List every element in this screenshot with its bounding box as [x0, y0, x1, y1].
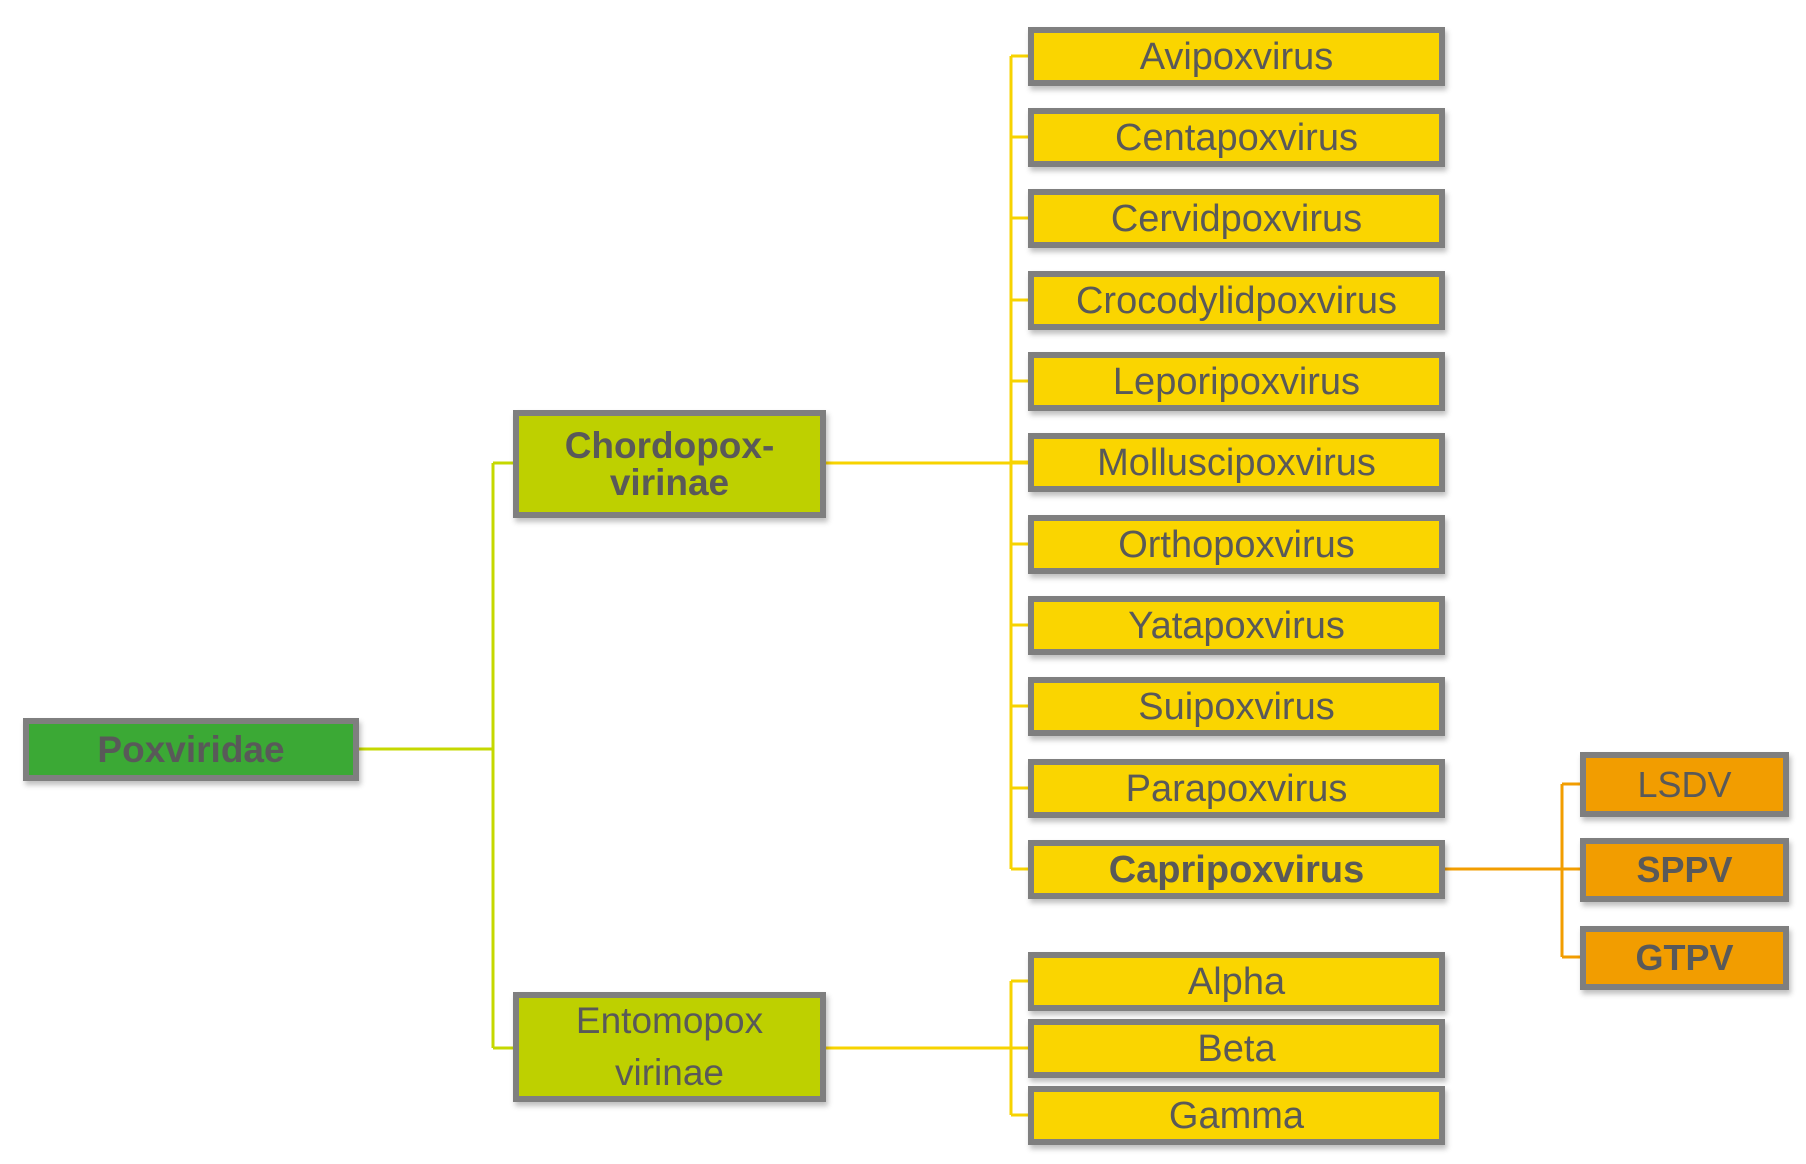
- node-label: Parapoxvirus: [1125, 767, 1348, 810]
- node-genus: Yatapoxvirus: [1028, 596, 1445, 655]
- node-genus-gamma: Gamma: [1028, 1086, 1445, 1145]
- node-genus: Leporipoxvirus: [1028, 352, 1445, 411]
- node-label: LSDV: [1637, 763, 1732, 805]
- node-subfamily-chordopoxvirinae: Chordopox- virinae: [513, 410, 826, 518]
- connector-chordopox-genera: [826, 54, 1028, 871]
- node-genus: Molluscipoxvirus: [1028, 433, 1445, 492]
- connector-entomopox-genera: [826, 979, 1028, 1117]
- node-label: Molluscipoxvirus: [1097, 441, 1376, 484]
- node-label-line2: virinae: [609, 462, 730, 503]
- node-species-gtpv: GTPV: [1580, 926, 1789, 990]
- node-label: Beta: [1197, 1027, 1276, 1070]
- node-genus: Orthopoxvirus: [1028, 515, 1445, 574]
- node-label: Alpha: [1187, 960, 1286, 1003]
- node-genus: Centapoxvirus: [1028, 108, 1445, 167]
- node-label-line1: Chordopox-: [564, 425, 775, 466]
- node-label: Poxviridae: [97, 729, 285, 770]
- node-label: GTPV: [1635, 937, 1734, 978]
- node-label: Capripoxvirus: [1108, 848, 1365, 891]
- node-genus: Crocodylidpoxvirus: [1028, 271, 1445, 330]
- node-genus: Suipoxvirus: [1028, 677, 1445, 736]
- node-genus-capripoxvirus: Capripoxvirus: [1028, 840, 1445, 899]
- node-label: Crocodylidpoxvirus: [1075, 279, 1397, 322]
- node-label: Avipoxvirus: [1139, 35, 1334, 78]
- node-label: Gamma: [1168, 1094, 1305, 1137]
- node-genus: Cervidpoxvirus: [1028, 189, 1445, 248]
- node-label: Leporipoxvirus: [1112, 360, 1361, 403]
- node-label: Suipoxvirus: [1138, 685, 1335, 728]
- node-label: SPPV: [1636, 849, 1733, 890]
- node-genus-beta: Beta: [1028, 1019, 1445, 1078]
- node-label-line2: virinae: [614, 1052, 724, 1093]
- connector-capripox-species: [1445, 782, 1580, 959]
- node-genus-alpha: Alpha: [1028, 952, 1445, 1011]
- node-label: Cervidpoxvirus: [1110, 197, 1363, 240]
- connector-family-trunk: [359, 461, 513, 1050]
- node-genus: Avipoxvirus: [1028, 27, 1445, 86]
- node-genus: Parapoxvirus: [1028, 759, 1445, 818]
- node-label: Centapoxvirus: [1115, 116, 1358, 159]
- node-family-poxviridae: Poxviridae: [23, 718, 359, 781]
- node-species-sppv: SPPV: [1580, 838, 1789, 902]
- node-species-lsdv: LSDV: [1580, 752, 1789, 817]
- node-label: Yatapoxvirus: [1128, 604, 1345, 647]
- node-subfamily-entomopoxvirinae: Entomopox virinae: [513, 992, 826, 1102]
- node-label: Orthopoxvirus: [1118, 523, 1355, 566]
- node-label-line1: Entomopox: [575, 1000, 764, 1042]
